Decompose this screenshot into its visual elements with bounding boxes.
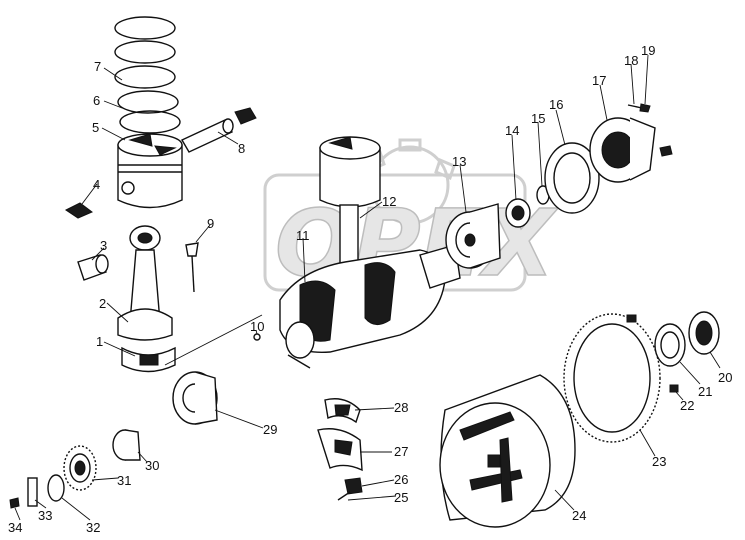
callout-16: 16 bbox=[549, 97, 563, 112]
callout-17: 17 bbox=[592, 73, 606, 88]
pin-circlip bbox=[234, 107, 257, 125]
callout-28: 28 bbox=[394, 400, 408, 415]
seal-plate bbox=[544, 142, 600, 214]
callout-7: 7 bbox=[94, 59, 101, 74]
connecting-rod bbox=[117, 225, 173, 341]
timing-gear bbox=[63, 445, 97, 491]
callout-18: 18 bbox=[624, 53, 638, 68]
callout-27: 27 bbox=[394, 444, 408, 459]
ring-gear bbox=[563, 313, 661, 443]
callout-12: 12 bbox=[382, 194, 396, 209]
callout-25: 25 bbox=[394, 490, 408, 505]
piston-pin bbox=[181, 118, 234, 153]
callout-5: 5 bbox=[92, 120, 99, 135]
seal-housing bbox=[589, 117, 656, 183]
ball-bearing bbox=[445, 203, 501, 269]
dowel-pin bbox=[253, 333, 261, 341]
callout-23: 23 bbox=[652, 454, 666, 469]
piston bbox=[117, 133, 183, 209]
rod-cap bbox=[121, 346, 176, 373]
lock-plate bbox=[65, 202, 93, 219]
callout-8: 8 bbox=[238, 141, 245, 156]
callout-6: 6 bbox=[93, 93, 100, 108]
callout-22: 22 bbox=[680, 398, 694, 413]
ball-bearing-front bbox=[172, 371, 218, 425]
callout-24: 24 bbox=[572, 508, 586, 523]
hub-parts bbox=[626, 311, 720, 393]
callout-2: 2 bbox=[99, 296, 106, 311]
callout-33: 33 bbox=[38, 508, 52, 523]
gear-fasteners bbox=[9, 474, 65, 509]
callout-11: 11 bbox=[296, 228, 310, 243]
callout-29: 29 bbox=[263, 422, 277, 437]
piston-rings bbox=[114, 16, 181, 134]
callout-13: 13 bbox=[452, 154, 466, 169]
callout-15: 15 bbox=[531, 111, 545, 126]
callout-31: 31 bbox=[117, 473, 131, 488]
gear-sleeve bbox=[112, 429, 141, 461]
leader-lines bbox=[14, 54, 721, 521]
flywheel bbox=[439, 374, 576, 528]
callout-3: 3 bbox=[100, 238, 107, 253]
callout-20: 20 bbox=[718, 370, 732, 385]
callout-1: 1 bbox=[96, 334, 103, 349]
callout-30: 30 bbox=[145, 458, 159, 473]
callout-4: 4 bbox=[93, 177, 100, 192]
bearing-bolt-nut bbox=[337, 477, 363, 501]
callout-21: 21 bbox=[698, 384, 712, 399]
callout-34: 34 bbox=[8, 520, 22, 535]
roller-bearing bbox=[505, 198, 531, 228]
bolt-line bbox=[164, 314, 263, 366]
main-bearing-shells bbox=[317, 398, 363, 472]
callout-26: 26 bbox=[394, 472, 408, 487]
callout-19: 19 bbox=[641, 43, 655, 58]
callout-32: 32 bbox=[86, 520, 100, 535]
callout-9: 9 bbox=[207, 216, 214, 231]
callout-labels: 1 2 3 4 5 6 7 8 9 10 11 12 13 14 15 16 1… bbox=[8, 43, 732, 535]
rod-bolt bbox=[185, 242, 199, 293]
housing-screws bbox=[627, 103, 673, 157]
callout-14: 14 bbox=[505, 123, 519, 138]
callout-10: 10 bbox=[250, 319, 264, 334]
bushing bbox=[77, 254, 109, 281]
